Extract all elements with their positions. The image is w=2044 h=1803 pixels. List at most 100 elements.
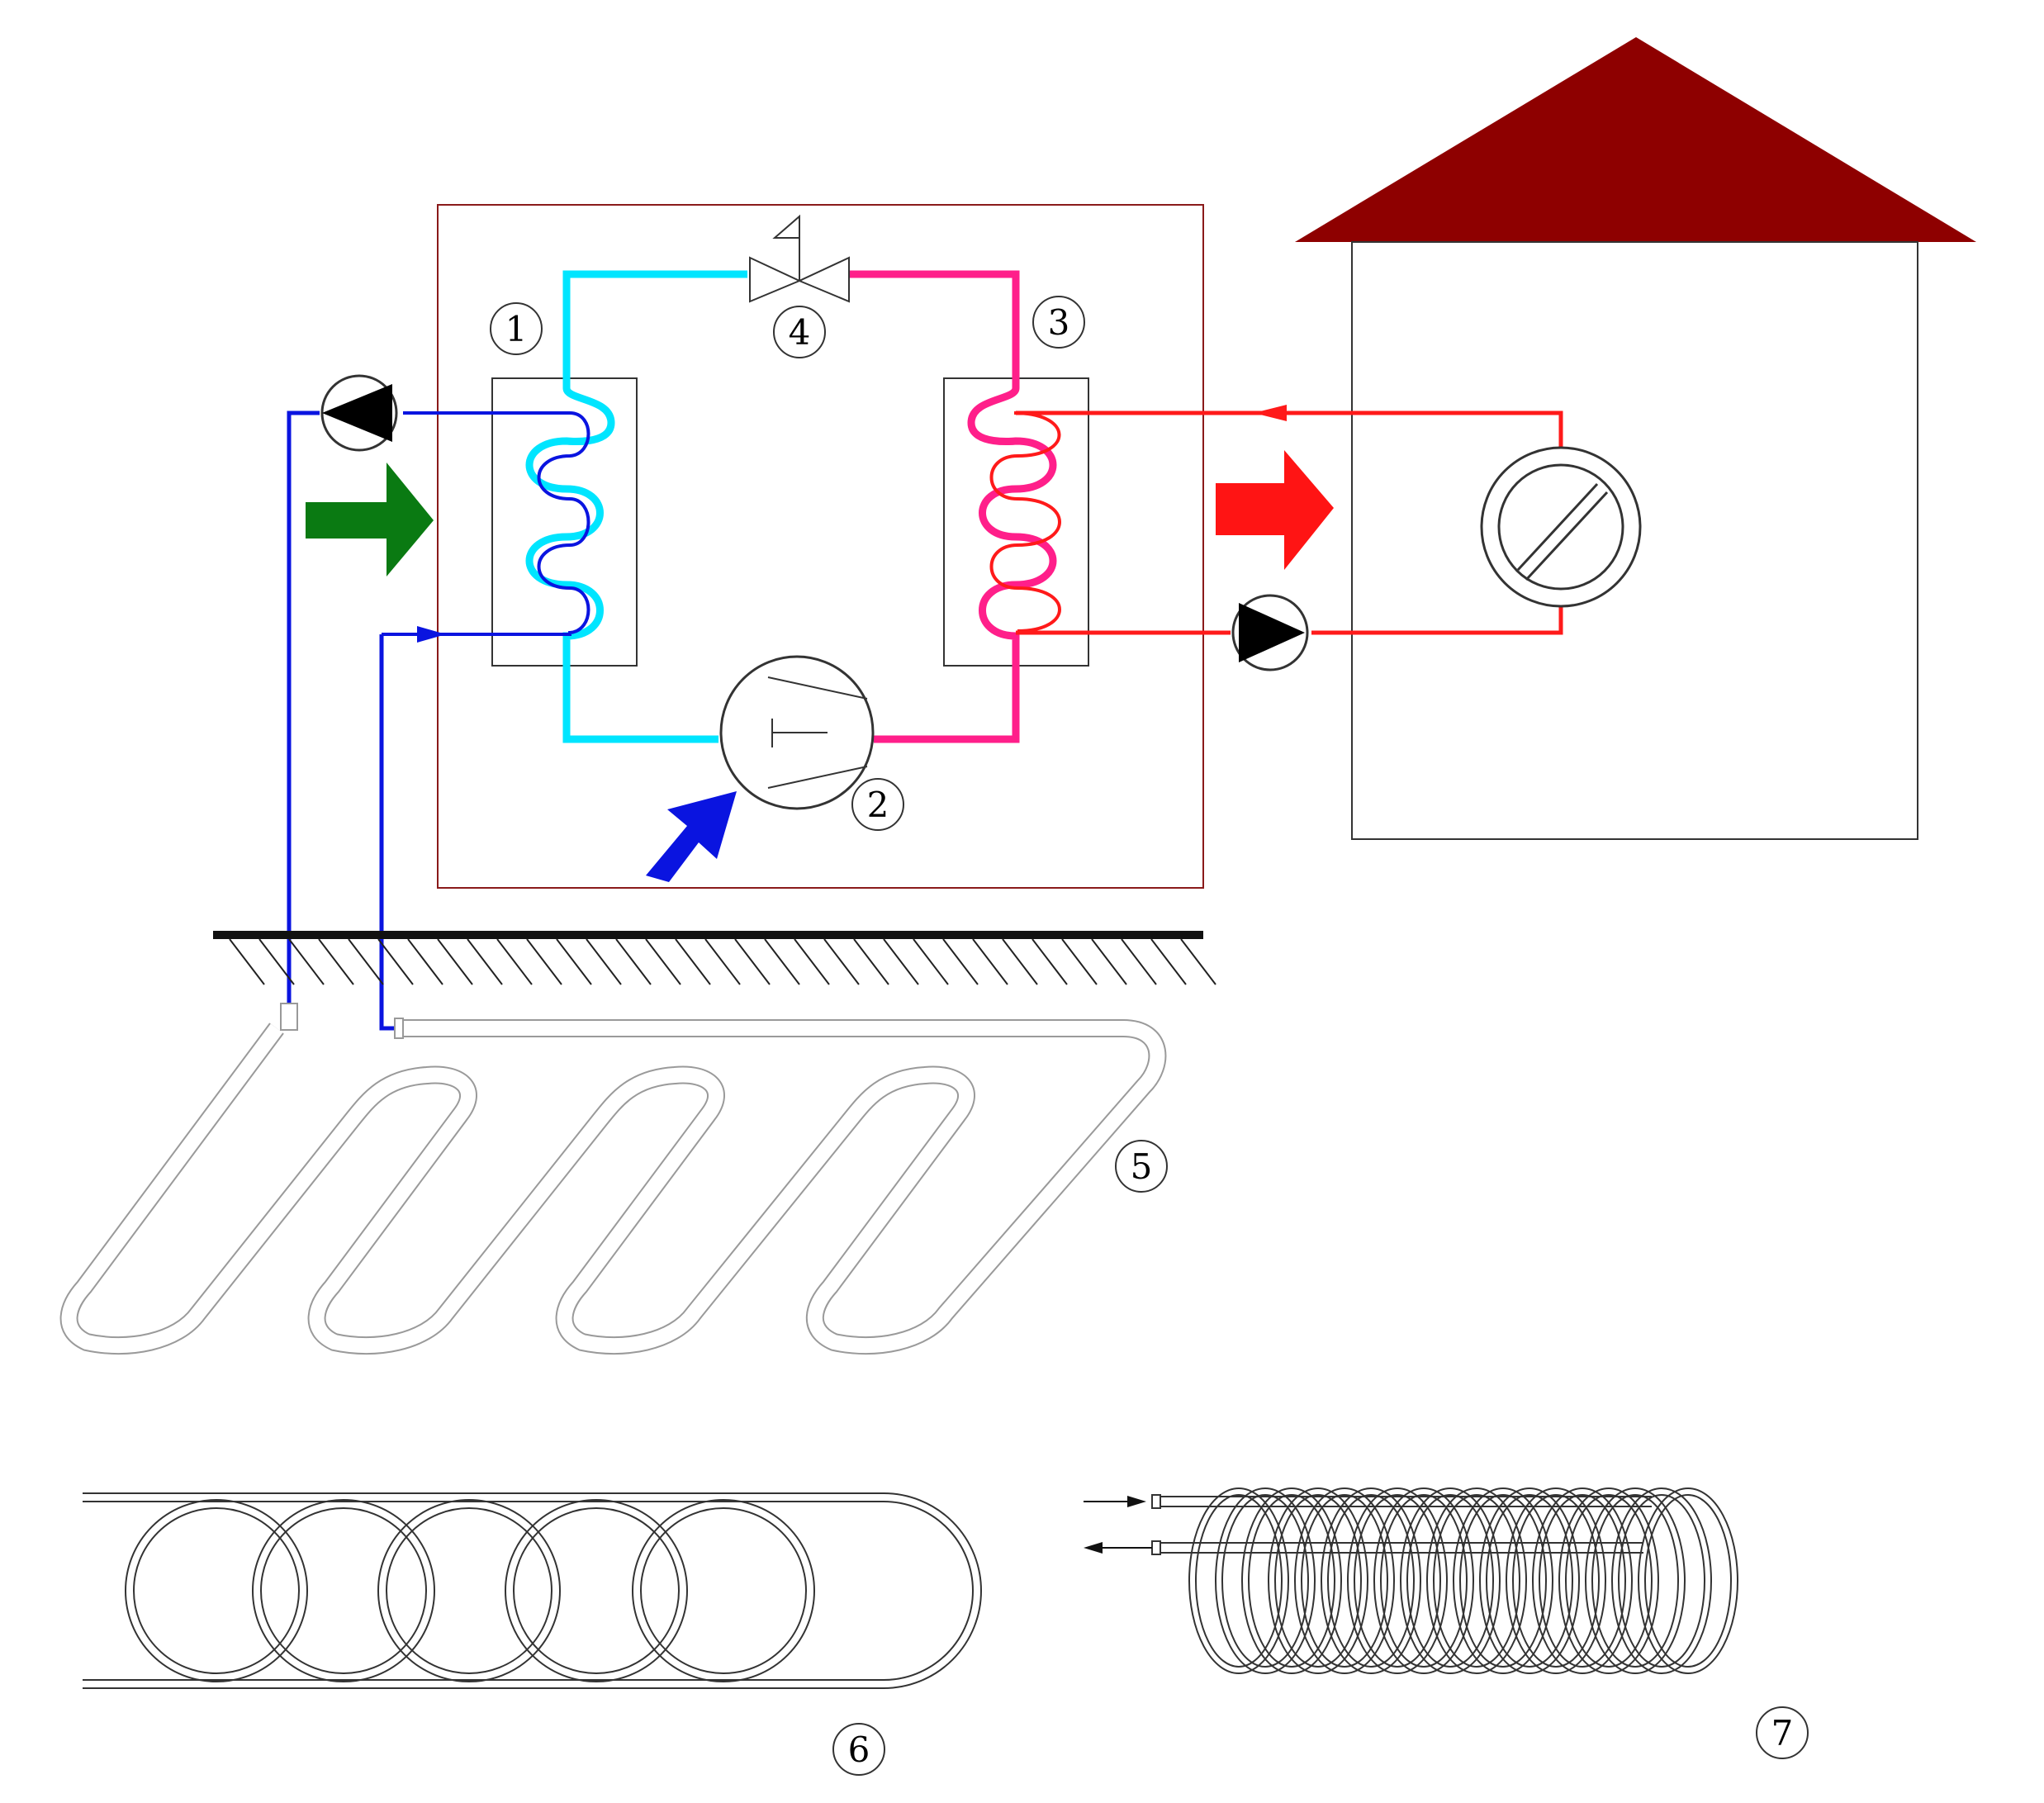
spiral-coil-turn: [1426, 1487, 1527, 1674]
expansion-valve-icon: [749, 214, 850, 303]
ground-hatch-line: [734, 938, 771, 985]
svg-text:1: 1: [505, 309, 528, 349]
ground-hatch-line: [1061, 938, 1098, 985]
ground-hatch-line: [823, 938, 860, 985]
slinky-loop: [377, 1499, 561, 1682]
spiral-coil-turn: [1380, 1494, 1468, 1668]
ground-heat-arrow: [306, 463, 434, 576]
label-spiral-collector: 7: [1756, 1706, 1809, 1759]
ground-hatch-line: [1002, 938, 1038, 985]
slinky-loop: [252, 1499, 435, 1682]
evaporator-housing: [491, 377, 638, 667]
spiral-coil-turn: [1354, 1494, 1441, 1668]
label-evaporator: 1: [490, 302, 543, 355]
house-roof: [1295, 37, 1976, 242]
heat-pump-unit-frame: [437, 204, 1204, 889]
house-wall: [1351, 241, 1918, 840]
pump-icon: [1231, 594, 1309, 671]
spiral-coil-turn: [1406, 1494, 1494, 1668]
slinky-loop: [505, 1499, 688, 1682]
slinky-loop: [260, 1507, 427, 1674]
heating-flow-arrowhead: [1254, 405, 1287, 421]
svg-text:4: 4: [789, 312, 811, 353]
spiral-inlet-arrow: [1084, 1496, 1146, 1507]
ground-hatch-line: [675, 938, 711, 985]
brine-supply-pipe: [379, 634, 396, 1031]
ground-hatch-line: [586, 938, 622, 985]
ground-hatch-line: [972, 938, 1008, 985]
cold-refrigerant-line: [525, 270, 747, 743]
spiral-coil-turn: [1400, 1487, 1501, 1674]
pump-icon: [320, 374, 398, 452]
compressor-icon: [719, 655, 875, 810]
ground-hatch-line: [437, 938, 473, 985]
spiral-coil-turn: [1347, 1487, 1448, 1674]
label-condenser: 3: [1032, 296, 1085, 349]
spiral-coil-turn: [1373, 1487, 1474, 1674]
ground-hatch-line: [526, 938, 562, 985]
house: [1295, 37, 1976, 840]
svg-text:3: 3: [1048, 302, 1070, 343]
spiral-coil-turn: [1195, 1494, 1283, 1668]
condenser-housing: [943, 377, 1089, 667]
hot-refrigerant-line: [847, 270, 1057, 743]
ground-hatch-line: [645, 938, 681, 985]
label-slinky-collector: 6: [832, 1723, 885, 1776]
ground-hatch-line: [467, 938, 503, 985]
spiral-coil-turn: [1638, 1487, 1738, 1674]
ground-hatch-line: [853, 938, 889, 985]
spiral-coil-turn: [1453, 1487, 1553, 1674]
svg-text:5: 5: [1131, 1146, 1153, 1187]
heating-coil: [989, 411, 1061, 633]
slinky-loop: [632, 1499, 815, 1682]
spiral-coil-turn: [1565, 1494, 1653, 1668]
spiral-coil-turn: [1274, 1494, 1362, 1668]
slinky-loop: [513, 1507, 680, 1674]
slinky-collector: [83, 1492, 982, 1689]
ground-hatch-line: [318, 938, 354, 985]
ground-hatch-line: [1180, 938, 1216, 985]
spiral-coil-turn: [1591, 1494, 1679, 1668]
spiral-coil-turn: [1479, 1487, 1580, 1674]
svg-text:6: 6: [848, 1729, 870, 1770]
ground-hatch-line: [258, 938, 295, 985]
heating-loop: [989, 405, 1563, 635]
spiral-coil-turn: [1611, 1487, 1712, 1674]
work-input-arrow: [646, 791, 737, 882]
ground-hatch-line: [794, 938, 830, 985]
spiral-coil-turn: [1433, 1494, 1520, 1668]
heating-supply-line: [1016, 410, 1563, 453]
spiral-coil-turn: [1268, 1487, 1368, 1674]
label-expansion-valve: 4: [773, 306, 826, 358]
spiral-coil-turn: [1221, 1494, 1309, 1668]
ground-hatch-line: [377, 938, 414, 985]
spiral-outlet-arrow: [1084, 1542, 1152, 1554]
ground-hatch-line: [556, 938, 592, 985]
ground-hatch-line: [913, 938, 949, 985]
spiral-coil-turn: [1459, 1494, 1547, 1668]
spiral-coil-turn: [1618, 1494, 1705, 1668]
spiral-coil-turn: [1486, 1494, 1573, 1668]
spiral-coil-turn: [1248, 1494, 1335, 1668]
spiral-coil-turn: [1215, 1487, 1316, 1674]
spiral-coil-turn: [1321, 1487, 1421, 1674]
spiral-coil-turn: [1585, 1487, 1686, 1674]
ground-hatch-line: [496, 938, 533, 985]
ground-hatch-line: [883, 938, 919, 985]
ground-hatch-line: [288, 938, 325, 985]
spiral-coil-turn: [1241, 1487, 1342, 1674]
ground-hatch-line: [704, 938, 741, 985]
ground-hatch-line: [1150, 938, 1187, 985]
heat-output-arrow: [1216, 450, 1334, 570]
ground-hatch-line: [615, 938, 652, 985]
ground-collector-horizontal: [59, 1003, 1167, 1355]
ground-hatch-line: [1121, 938, 1157, 985]
ground-hatch-line: [348, 938, 384, 985]
spiral-coil-turn: [1301, 1494, 1388, 1668]
spiral-coil-turn: [1512, 1494, 1600, 1668]
brine-flow-arrowhead: [417, 626, 446, 643]
spiral-coil-turn: [1506, 1487, 1606, 1674]
spiral-coil-turn: [1532, 1487, 1633, 1674]
radiator-icon: [1480, 446, 1642, 608]
